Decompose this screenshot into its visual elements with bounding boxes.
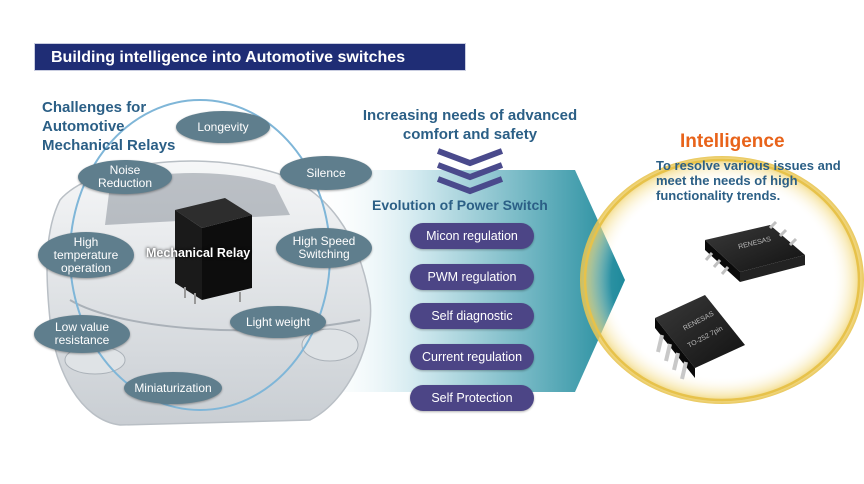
challenge-longevity: Longevity xyxy=(176,111,270,143)
challenge-light-weight: Light weight xyxy=(230,306,326,338)
evolution-current-regulation: Current regulation xyxy=(410,344,534,370)
challenges-heading: Challenges for Automotive Mechanical Rel… xyxy=(42,99,176,154)
intelligence-text: To resolve various issues and meet the n… xyxy=(656,158,841,203)
challenge-miniaturization: Miniaturization xyxy=(124,372,222,404)
evolution-heading: Evolution of Power Switch xyxy=(372,197,548,213)
evolution-pwm-regulation: PWM regulation xyxy=(410,264,534,290)
mechanical-relay-block xyxy=(175,198,252,304)
challenge-low-value-resistance: Low value resistance xyxy=(34,315,130,353)
challenge-noise-reduction: Noise Reduction xyxy=(78,160,172,194)
needs-heading: Increasing needs of advanced comfort and… xyxy=(362,107,578,143)
challenge-high-temperature: High temperature operation xyxy=(38,232,134,278)
challenge-silence: Silence xyxy=(280,156,372,190)
chip-to252 xyxy=(655,295,745,380)
evolution-micon-regulation: Micon regulation xyxy=(410,223,534,249)
down-chevrons xyxy=(436,148,504,195)
evolution-self-diagnostic: Self diagnostic xyxy=(410,303,534,329)
intelligence-ring xyxy=(580,156,864,404)
chip-sop xyxy=(704,220,805,282)
title-banner: Building intelligence into Automotive sw… xyxy=(34,43,466,71)
relay-label: Mechanical Relay xyxy=(146,246,251,260)
evolution-self-protection: Self Protection xyxy=(410,385,534,411)
challenge-high-speed-switching: High Speed Switching xyxy=(276,228,372,268)
intelligence-heading: Intelligence xyxy=(680,131,785,152)
